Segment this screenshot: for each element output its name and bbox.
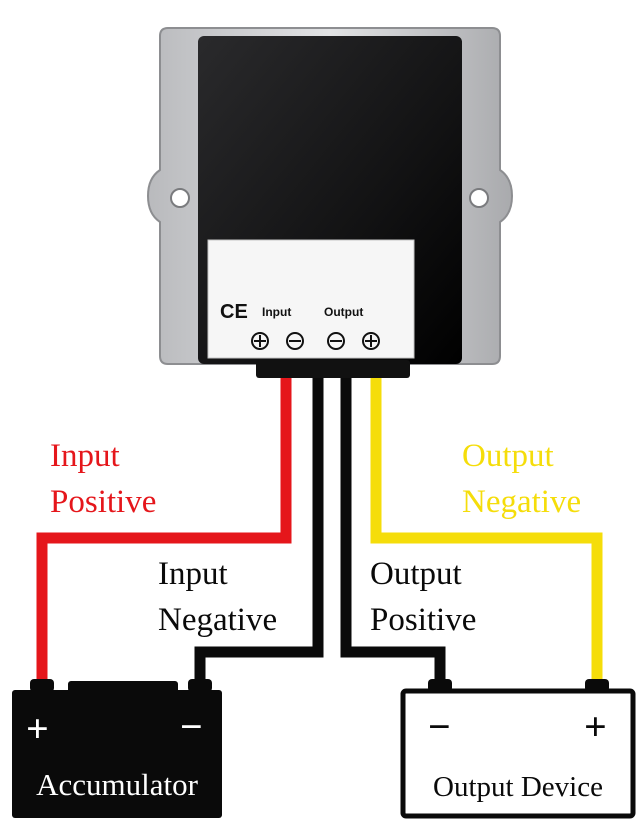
label-input-negative-line1: Input xyxy=(158,556,228,592)
label-output-positive-line1: Output xyxy=(370,556,462,592)
cable-grommet xyxy=(256,360,410,378)
accumulator-minus-sign: − xyxy=(180,704,203,749)
accumulator-plus-sign: + xyxy=(26,706,49,751)
wire-input-positive xyxy=(36,378,292,684)
output-minus-terminal-icon xyxy=(327,332,345,350)
accumulator-label: Accumulator xyxy=(36,767,199,802)
label-output-positive: Output Positive xyxy=(370,556,476,638)
output-device: − + Output Device xyxy=(400,679,636,819)
accumulator-plus-post xyxy=(30,679,54,692)
label-output-negative-line1: Output xyxy=(462,438,554,474)
wire-output-negative xyxy=(370,378,603,684)
accumulator-minus-post xyxy=(188,679,212,692)
input-minus-terminal-icon xyxy=(286,332,304,350)
label-input-negative-line2: Negative xyxy=(158,602,277,638)
label-input-positive-line2: Positive xyxy=(50,484,156,520)
label-input-negative: Input Negative xyxy=(158,556,277,638)
ce-mark: CE xyxy=(220,301,248,323)
output-device-plus-sign: + xyxy=(584,704,607,749)
output-device-minus-sign: − xyxy=(428,704,451,749)
wire-input-negative xyxy=(194,378,324,684)
wire-output-positive xyxy=(340,378,446,684)
module-input-label: Input xyxy=(262,305,291,319)
label-input-positive-line1: Input xyxy=(50,438,120,474)
label-output-negative-line2: Negative xyxy=(462,484,581,520)
right-mount-hole xyxy=(469,188,489,208)
output-plus-terminal-icon xyxy=(362,332,380,350)
module-output-label: Output xyxy=(324,305,363,319)
accumulator: + − Accumulator xyxy=(12,679,222,818)
label-output-negative: Output Negative xyxy=(462,438,581,520)
module-label-plate xyxy=(207,239,415,359)
output-device-body xyxy=(400,688,636,819)
left-mount-hole xyxy=(170,188,190,208)
input-plus-terminal-icon xyxy=(251,332,269,350)
label-output-positive-line2: Positive xyxy=(370,602,476,638)
accumulator-body xyxy=(12,690,222,818)
terminal-symbols xyxy=(251,332,380,350)
converter-module: CE Input Output xyxy=(146,27,514,378)
output-device-label: Output Device xyxy=(433,771,603,803)
label-input-positive: Input Positive xyxy=(50,438,156,520)
wires xyxy=(36,378,603,684)
